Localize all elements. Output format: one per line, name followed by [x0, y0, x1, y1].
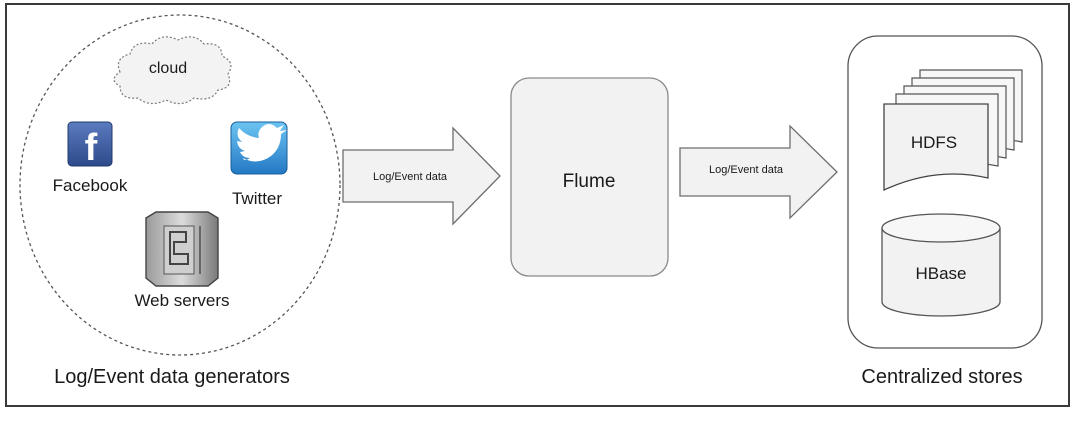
- twitter-bird-icon: [230, 121, 288, 175]
- sources-ellipse: [19, 14, 341, 356]
- flume-box: [510, 77, 669, 277]
- database-cylinder-icon: [881, 213, 1001, 317]
- arrow-in-label: Log/Event data: [373, 171, 448, 183]
- facebook-icon: f: [67, 121, 113, 169]
- cloud-label: cloud: [149, 60, 187, 77]
- arrow-out-label: Log/Event data: [709, 164, 784, 176]
- arrow-out: [679, 124, 838, 220]
- webservers-label: Web servers: [134, 291, 229, 310]
- document-stack-icon: [883, 69, 1023, 192]
- sources-group-label: Log/Event data generators: [54, 366, 290, 388]
- cloud-icon: [113, 36, 232, 105]
- arrow-in: [342, 126, 501, 226]
- stores-container: [847, 35, 1043, 349]
- twitter-label: Twitter: [232, 189, 282, 208]
- flume-label: Flume: [563, 171, 616, 192]
- facebook-label: Facebook: [53, 176, 128, 195]
- hdfs-label: HDFS: [911, 133, 957, 152]
- stores-group-label: Centralized stores: [861, 366, 1022, 388]
- hbase-label: HBase: [915, 264, 966, 283]
- web-server-icon: [145, 211, 219, 287]
- svg-text:f: f: [85, 127, 98, 169]
